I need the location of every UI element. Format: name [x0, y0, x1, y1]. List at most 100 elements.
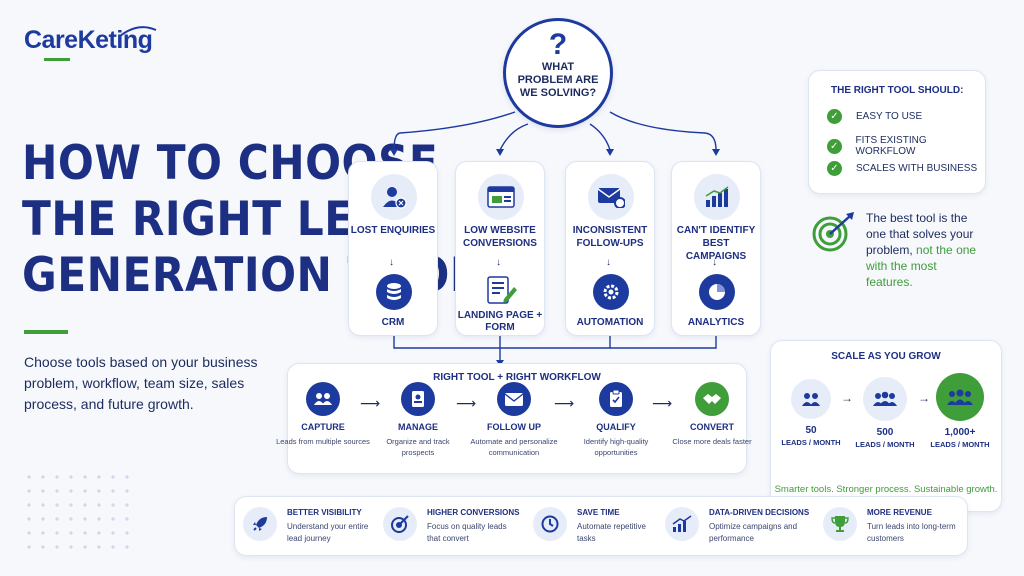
- clock-icon: [533, 507, 567, 541]
- question-circle: ? WHAT PROBLEM ARE WE SOLVING?: [503, 18, 613, 128]
- step-description: Leads from multiple sources: [276, 437, 370, 446]
- scale-caption: Smarter tools. Stronger process. Sustain…: [774, 484, 998, 495]
- checklist-title: THE RIGHT TOOL SHOULD:: [831, 85, 964, 96]
- step-description: Identify high-quality opportunities: [583, 437, 649, 457]
- checklist-item: ✓ FITS EXISTING WORKFLOW: [827, 135, 985, 157]
- users-icon: [306, 382, 340, 416]
- clipboard-check-icon: [599, 382, 633, 416]
- arrow-right-icon: →: [841, 391, 853, 405]
- arrow-down-icon: ↓: [389, 257, 394, 268]
- pie-chart-icon: [699, 274, 735, 310]
- users-group-icon: [936, 373, 984, 421]
- check-icon: ✓: [827, 138, 842, 154]
- rocket-icon: [243, 507, 277, 541]
- gear-icon: [593, 274, 629, 310]
- workflow-card: RIGHT TOOL + RIGHT WORKFLOW CAPTURE Lead…: [276, 363, 752, 474]
- benefit-description: Automate repetitive tasks: [577, 522, 646, 543]
- scale-title: SCALE AS YOU GROW: [831, 351, 941, 362]
- contact-card-icon: [401, 382, 435, 416]
- scale-level: 50 LEADS / MONTH: [776, 379, 846, 447]
- arrow-down-icon: ↓: [606, 257, 611, 268]
- scale-value: 50: [805, 425, 817, 436]
- browser-window-icon: [478, 174, 524, 220]
- problem-label: LOST ENQUIRIES: [350, 225, 436, 236]
- benefits-card: BETTER VISIBILITY Understand your entire …: [234, 496, 968, 556]
- step-description: Close more deals faster: [672, 437, 752, 446]
- quote-part-2: not the one with the most features.: [866, 243, 977, 289]
- scale-label: LEADS / MONTH: [930, 440, 990, 449]
- brand-logo: CareKeting: [24, 26, 153, 54]
- benefit-item: BETTER VISIBILITY Understand your entire …: [243, 507, 379, 545]
- checklist-item: ✓ SCALES WITH BUSINESS: [827, 161, 977, 176]
- workflow-step-capture: CAPTURE Leads from multiple sources: [275, 382, 371, 447]
- benefit-title: DATA-DRIVEN DECISIONS: [709, 508, 810, 517]
- tool-label: ANALYTICS: [687, 317, 745, 328]
- workflow-step-manage: MANAGE Organize and track prospects: [370, 382, 466, 458]
- benefit-item: SAVE TIME Automate repetitive tasks: [533, 507, 655, 545]
- arrow-right-icon: ⟶: [360, 395, 381, 411]
- workflow-title: RIGHT TOOL + RIGHT WORKFLOW: [433, 372, 601, 383]
- scale-level: 500 LEADS / MONTH: [850, 377, 920, 449]
- problem-label: INCONSISTENT FOLLOW-UPS: [572, 225, 648, 249]
- checklist-item-label: EASY TO USE: [856, 111, 923, 122]
- workflow-step-follow-up: FOLLOW UP Automate and personalize commu…: [466, 382, 562, 458]
- question-mark-icon: ?: [548, 28, 568, 61]
- step-label: QUALIFY: [596, 422, 636, 432]
- workflow-step-convert: CONVERT Close more deals faster: [664, 382, 760, 447]
- envelope-icon: [497, 382, 531, 416]
- trend-chart-icon: [665, 507, 699, 541]
- subtitle: Choose tools based on your business prob…: [24, 354, 258, 412]
- title-divider: [24, 330, 68, 334]
- user-remove-icon: [371, 174, 417, 220]
- arrow-down-icon: ↓: [712, 257, 717, 268]
- benefit-title: HIGHER CONVERSIONS: [427, 508, 520, 517]
- checklist-item-label: FITS EXISTING WORKFLOW: [855, 135, 927, 157]
- scale-value: 1,000+: [944, 427, 976, 438]
- step-label: CAPTURE: [301, 422, 345, 432]
- benefit-title: MORE REVENUE: [867, 508, 932, 517]
- users-group-icon: [863, 377, 907, 421]
- arrow-right-icon: ⟶: [456, 395, 477, 411]
- problem-label: LOW WEBSITE CONVERSIONS: [463, 225, 537, 249]
- target-icon: [383, 507, 417, 541]
- checklist-card: THE RIGHT TOOL SHOULD: ✓ EASY TO USE ✓ F…: [808, 70, 986, 194]
- form-edit-icon: [481, 272, 521, 308]
- benefit-item: DATA-DRIVEN DECISIONS Optimize campaigns …: [665, 507, 809, 545]
- email-gear-icon: [588, 174, 634, 220]
- step-label: FOLLOW UP: [487, 422, 541, 432]
- arrow-right-icon: →: [918, 391, 930, 405]
- step-label: MANAGE: [398, 422, 438, 432]
- problem-card-low-website-conversions: LOW WEBSITE CONVERSIONS ↓ LANDING PAGE +…: [455, 161, 545, 336]
- tool-label: LANDING PAGE + FORM: [457, 310, 543, 333]
- checklist-item-label: SCALES WITH BUSINESS: [856, 163, 978, 174]
- handshake-icon: [695, 382, 729, 416]
- step-label: CONVERT: [689, 422, 734, 432]
- arrow-right-icon: ⟶: [554, 395, 575, 411]
- step-description: Organize and track prospects: [386, 437, 450, 457]
- bar-chart-icon: [694, 174, 740, 220]
- database-icon: [376, 274, 412, 310]
- arrow-down-icon: ↓: [496, 257, 501, 268]
- scale-label: LEADS / MONTH: [855, 440, 915, 449]
- check-icon: ✓: [827, 161, 842, 176]
- problem-card-cant-identify-best-campaigns: CAN'T IDENTIFY BEST CAMPAIGNS ↓ ANALYTIC…: [671, 161, 761, 336]
- logo-swoosh-icon: [119, 26, 157, 37]
- problem-card-inconsistent-follow-ups: INCONSISTENT FOLLOW-UPS ↓ AUTOMATION: [565, 161, 655, 336]
- benefit-description: Understand your entire lead journey: [287, 522, 369, 543]
- quote-part-1: The best tool is the one that solves you…: [866, 211, 974, 257]
- trophy-icon: [823, 507, 857, 541]
- step-description: Automate and personalize communication: [470, 437, 558, 457]
- workflow-step-qualify: QUALIFY Identify high-quality opportunit…: [568, 382, 664, 458]
- checklist-item: ✓ EASY TO USE: [827, 109, 922, 124]
- benefit-description: Optimize campaigns and performance: [709, 522, 798, 543]
- scale-label: LEADS / MONTH: [781, 438, 841, 447]
- check-icon: ✓: [827, 109, 842, 124]
- scale-value: 500: [876, 427, 894, 438]
- logo-underline: [44, 58, 70, 61]
- scale-card: SCALE AS YOU GROW 50 LEADS / MONTH → 500…: [770, 340, 1002, 512]
- dot-pattern: [22, 470, 132, 550]
- benefit-title: BETTER VISIBILITY: [287, 508, 362, 517]
- problem-label: CAN'T IDENTIFY BEST CAMPAIGNS: [676, 225, 756, 262]
- benefit-title: SAVE TIME: [577, 508, 620, 517]
